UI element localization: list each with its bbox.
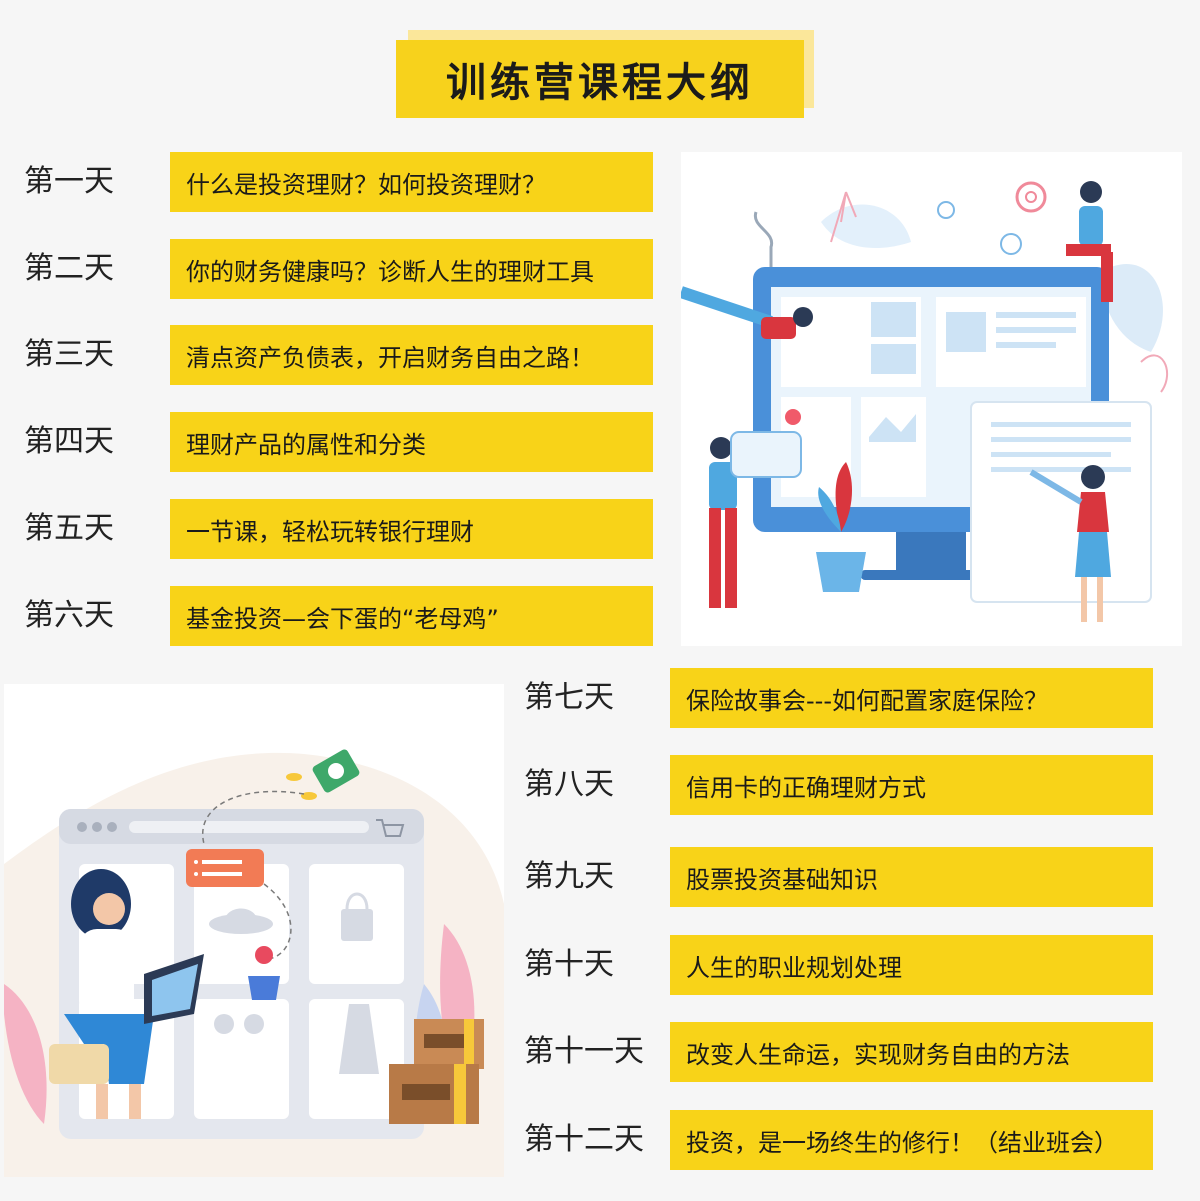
cart-icon (376, 819, 405, 837)
page-title: 训练营课程大纲 (396, 40, 804, 118)
day-label-2: 第二天 (24, 251, 114, 286)
topic-bar-1: 什么是投资理财？如何投资理财？ (170, 152, 653, 212)
list-icon (186, 849, 264, 887)
day-label-7: 第七天 (524, 680, 614, 715)
day-label-11: 第十一天 (524, 1034, 644, 1069)
monitor-scene (681, 181, 1169, 622)
topic-bar-12: 投资，是一场终生的修行！（结业班会） (670, 1110, 1153, 1170)
day-label-5: 第五天 (24, 511, 114, 546)
topic-bar-6: 基金投资—会下蛋的“老母鸡” (170, 586, 653, 646)
money-icon (286, 749, 360, 800)
topic-bar-10: 人生的职业规划处理 (670, 935, 1153, 995)
box-icon (389, 1019, 484, 1124)
day-label-1: 第一天 (24, 164, 114, 199)
day-label-3: 第三天 (24, 337, 114, 372)
day-label-6: 第六天 (24, 598, 114, 633)
day-label-10: 第十天 (524, 947, 614, 982)
topic-bar-11: 改变人生命运，实现财务自由的方法 (670, 1022, 1153, 1082)
title-banner: 训练营课程大纲 (396, 30, 816, 120)
day-label-4: 第四天 (24, 424, 114, 459)
gear-icon (1015, 181, 1047, 213)
topic-bar-7: 保险故事会---如何配置家庭保险？ (670, 668, 1153, 728)
illustration-shopping (4, 684, 504, 1177)
shopping-scene (4, 749, 504, 1177)
day-label-9: 第九天 (524, 859, 614, 894)
illustration-monitor (681, 152, 1182, 646)
topic-bar-4: 理财产品的属性和分类 (170, 412, 653, 472)
topic-bar-5: 一节课，轻松玩转银行理财 (170, 499, 653, 559)
day-label-12: 第十二天 (524, 1122, 644, 1157)
topic-bar-3: 清点资产负债表，开启财务自由之路！ (170, 325, 653, 385)
topic-bar-9: 股票投资基础知识 (670, 847, 1153, 907)
topic-bar-2: 你的财务健康吗？诊断人生的理财工具 (170, 239, 653, 299)
topic-bar-8: 信用卡的正确理财方式 (670, 755, 1153, 815)
day-label-8: 第八天 (524, 767, 614, 802)
basket-icon (248, 946, 280, 1000)
gear-icon (1000, 233, 1022, 255)
